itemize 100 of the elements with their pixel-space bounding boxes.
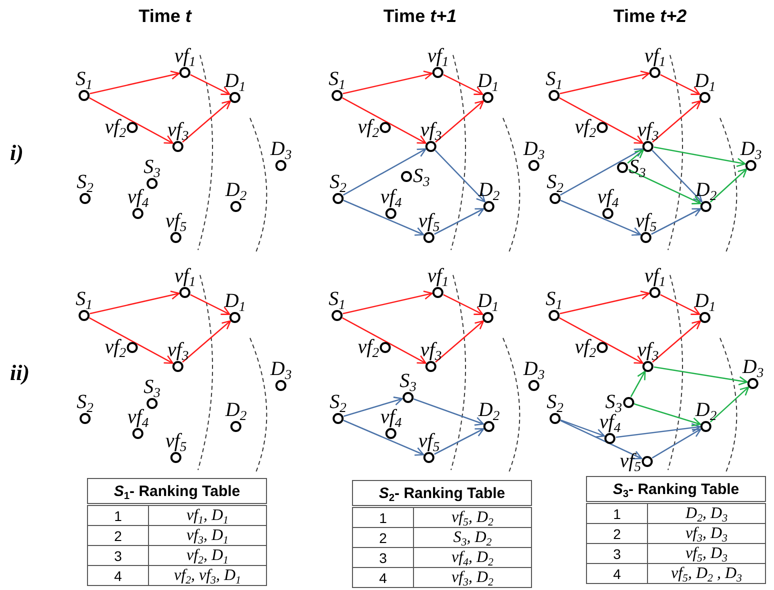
node-label: D$_{2}$ <box>225 180 247 200</box>
node-label: S$_{3}$ <box>413 166 430 186</box>
route-entry: vf$_{2}$, D$_{1}$ <box>148 546 266 566</box>
arrow <box>343 420 424 456</box>
rank-number: 2 <box>88 526 148 546</box>
node-label: S$_{1}$ <box>328 289 346 309</box>
node-label: D$_{3}$ <box>523 139 545 159</box>
arrow <box>182 100 232 143</box>
arrow <box>652 428 702 458</box>
arrow <box>434 208 484 235</box>
arrow <box>90 70 180 94</box>
route-entry: S$_{3}$, D$_{2}$ <box>414 528 532 548</box>
arrow <box>560 420 642 460</box>
arrow <box>628 168 702 204</box>
arrow <box>560 419 605 438</box>
node-label: vf$_{5}$ <box>418 431 440 451</box>
arrow <box>558 317 644 364</box>
node-label: D$_{1}$ <box>224 291 246 311</box>
node-label: D$_{2}$ <box>478 180 500 200</box>
node-label: S$_{1}$ <box>546 69 562 89</box>
route-entry: vf$_{5}$, D$_{3}$ <box>648 544 766 564</box>
arrow <box>560 70 650 94</box>
arrow <box>190 74 230 95</box>
arrow <box>344 396 403 417</box>
arrow <box>342 290 433 314</box>
route-entry: vf$_{5}$, D$_{2}$ <box>414 506 532 528</box>
rank-number: 1 <box>352 506 414 528</box>
arrow <box>434 150 486 202</box>
column-title: Time t+1 <box>383 6 457 27</box>
route-entry: D$_{2}$, D$_{3}$ <box>648 502 766 524</box>
node-label: vf$_{3}$ <box>637 340 659 360</box>
arrow <box>654 146 746 168</box>
node-label: S$_{1}$ <box>76 69 92 89</box>
node-label: D$_{3}$ <box>270 139 292 159</box>
node-label: vf$_{2}$ <box>358 337 379 357</box>
route-entry: vf$_{4}$, D$_{2}$ <box>414 548 532 568</box>
node-label: vf$_{1}$ <box>174 266 196 286</box>
column-title: Time t <box>138 6 192 27</box>
arrow <box>88 317 174 364</box>
node-label: D$_{3}$ <box>270 359 292 379</box>
node-label: vf$_{4}$ <box>380 187 402 207</box>
node-label: vf$_{4}$ <box>597 187 619 207</box>
node-label: vf$_{3}$ <box>420 340 442 360</box>
node-label: S$_{3}$ <box>605 392 622 412</box>
node-label: S$_{2}$ <box>546 172 564 192</box>
arrow <box>182 320 232 363</box>
node-label: D$_{1}$ <box>694 291 716 311</box>
arrow <box>413 398 484 426</box>
node-label: vf$_{5}$ <box>165 211 187 231</box>
arrow <box>651 208 702 235</box>
route-entry: vf$_{3}$, D$_{2}$ <box>414 568 532 588</box>
column-title: Time t+2 <box>613 6 687 27</box>
node-label: vf$_{4}$ <box>380 407 402 427</box>
row-label: i) <box>10 140 24 166</box>
rank-number: 4 <box>586 564 648 584</box>
node-label: vf$_{4}$ <box>599 412 621 432</box>
node-label: vf$_{5}$ <box>418 211 440 231</box>
node-label: D$_{3}$ <box>742 357 764 377</box>
node-label: vf$_{4}$ <box>127 407 149 427</box>
arrow <box>558 97 644 144</box>
node-label: S$_{2}$ <box>546 392 564 412</box>
route-entry: vf$_{1}$, D$_{1}$ <box>148 504 266 526</box>
table-title: S$_{2}$- Ranking Table <box>352 480 532 506</box>
rank-number: 4 <box>352 568 414 588</box>
arrow <box>434 428 484 455</box>
node-label: vf$_{1}$ <box>174 46 196 66</box>
arrow <box>652 320 702 363</box>
node-label: vf$_{3}$ <box>167 340 189 360</box>
node-label: vf$_{4}$ <box>127 187 149 207</box>
rank-number: 1 <box>88 504 148 526</box>
arrow <box>634 403 701 426</box>
arrow <box>342 97 426 144</box>
arrow <box>443 294 484 315</box>
node-label: vf$_{1}$ <box>644 46 666 66</box>
node-label: vf$_{1}$ <box>644 266 666 286</box>
row-label: ii) <box>10 360 30 386</box>
node-label: vf$_{2}$ <box>104 337 126 357</box>
node-label: vf$_{1}$ <box>427 46 449 66</box>
table-title: S$_{1}$- Ranking Table <box>88 478 266 504</box>
rank-number: 4 <box>88 566 148 586</box>
node-label: D$_{3}$ <box>523 359 545 379</box>
arrow <box>660 294 700 315</box>
node-label: S$_{1}$ <box>76 289 92 309</box>
arrow <box>560 148 644 196</box>
arrow <box>443 74 484 95</box>
node-label: vf$_{5}$ <box>165 431 187 451</box>
node-label: S$_{3}$ <box>144 157 160 177</box>
arrow <box>342 70 433 94</box>
node-label: vf$_{3}$ <box>420 120 442 140</box>
arrow <box>342 317 426 364</box>
node-label: S$_{1}$ <box>328 69 346 89</box>
arrow <box>435 320 484 363</box>
node-label: vf$_{1}$ <box>427 266 449 286</box>
arrow <box>660 74 700 95</box>
node-label: D$_{2}$ <box>478 400 500 420</box>
arrow <box>710 386 750 422</box>
node-label: S$_{3}$ <box>400 371 416 391</box>
node-label: D$_{1}$ <box>477 71 499 91</box>
arrow <box>435 100 484 143</box>
arrow <box>652 100 702 143</box>
